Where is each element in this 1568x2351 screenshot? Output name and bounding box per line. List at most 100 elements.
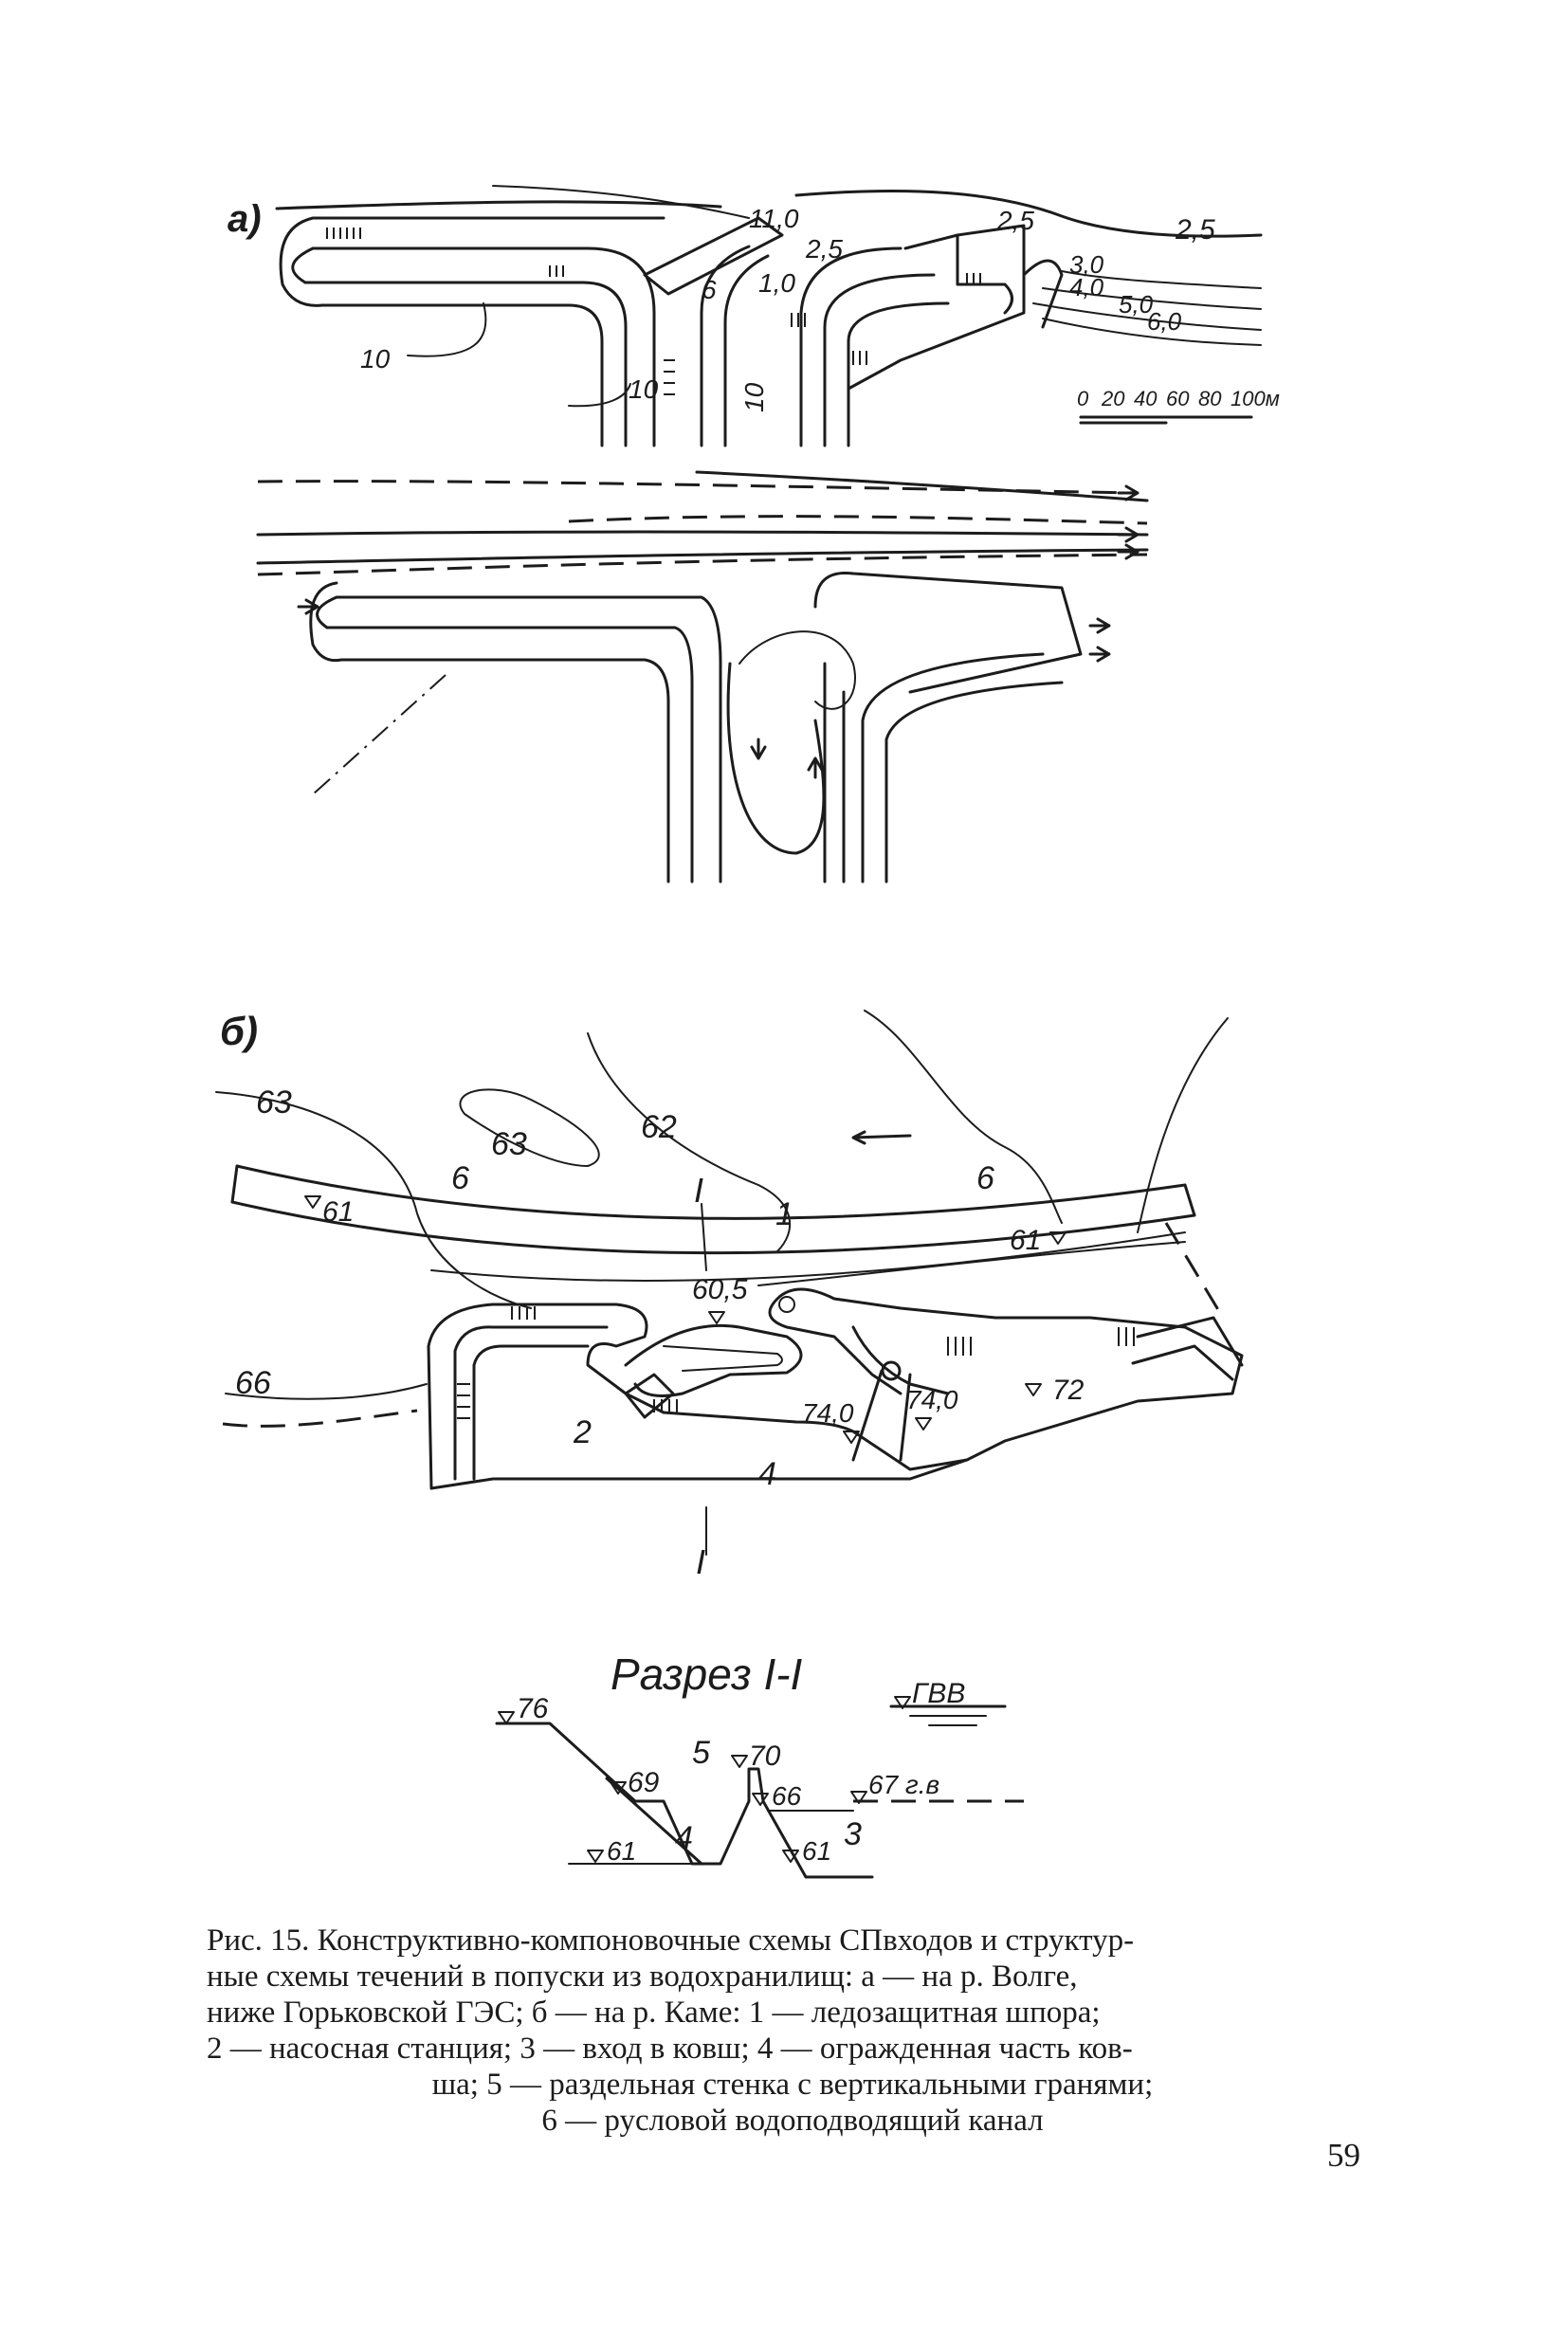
contour-62 [587,1032,791,1252]
depth-mark: 10 [739,382,769,412]
main-channel [700,245,751,447]
panel-a-label: а) [228,198,262,240]
jetty [643,216,784,296]
basin-outline [427,1287,1244,1490]
contour-label: 3,0 [1069,250,1104,279]
level-label: 67 г.в [868,1770,939,1799]
contour-label: 66 [235,1365,271,1401]
caption-line: ные схемы течений в попуски из водохрани… [207,1959,1078,1994]
right-channel [823,273,936,447]
callout-1: 1 [775,1196,793,1232]
slope-hatching [457,1306,1135,1419]
left-channel-b [335,595,722,884]
level-label: 76 [517,1693,549,1724]
contour-label: 5,0 [1119,290,1154,319]
left-channel [303,281,628,447]
section-title: Разрез I-I [611,1649,803,1699]
level-label: 61 [802,1836,831,1866]
caption-line: 6 — русловой водоподводящий канал [541,2104,1044,2138]
flow-line [256,548,1149,565]
flow-line [256,530,1149,537]
contour-label: 2,5 [1175,214,1215,246]
level-mark: 74,0 [802,1398,854,1428]
spur-tip [778,1296,795,1313]
flow-line [568,515,1148,525]
spur-1 [624,1323,803,1397]
section-line [701,1203,707,1271]
callout-6: 6 [976,1160,994,1196]
level-mark: 60,5 [692,1274,748,1305]
section-view: Разрез I-I 76 ГВВ 69 70 66 67 г.в 61 61 … [495,1649,1024,1879]
river-contour [492,185,750,219]
contour-66 [225,1383,428,1400]
left-channel-b [316,595,338,629]
caption-line: Рис. 15. Конструктивно-компоновочные схе… [207,1923,1135,1958]
panel-b-label: б) [220,1009,258,1053]
leader-line [568,383,631,408]
contour-far [1137,1017,1229,1233]
level-triangles [304,1195,1067,1444]
left-channel [311,246,656,447]
callout-6: 6 [451,1160,469,1196]
panel-a-flow [256,470,1149,884]
depth-mark: 10 [629,374,659,404]
section-triangles [498,1696,911,1863]
scale-tick: 0 [1077,387,1089,410]
basin-bottom [429,1458,969,1490]
inlet-contour [899,1373,912,1462]
depth-mark: 11,0 [749,204,799,233]
depth-mark: 1,0 [758,268,795,298]
depth-mark: 2,5 [805,234,843,264]
contour-label: 2,5 [996,206,1034,235]
section-profile [605,1777,703,1866]
scale-tick: 20 [1101,387,1125,410]
main-channel [723,254,770,447]
flow-line [257,480,1139,495]
level-label: 61 [607,1836,636,1866]
contour-label: 63 [256,1084,292,1121]
canal-6 [230,1200,1196,1255]
spur-1 [663,1345,783,1372]
right-channel [847,301,950,447]
leader-dashdot [312,674,447,795]
contour-66 [222,1409,418,1428]
basin-inner [472,1344,590,1481]
scale-tick: 80 [1198,387,1222,410]
section-mark: I [696,1542,705,1581]
canal-6 [230,1164,239,1204]
basin-inner [453,1325,609,1481]
scale-bar: 0 20 40 60 80 100м [1077,387,1280,425]
flow-line [695,470,1149,502]
river-contour [1042,318,1262,346]
river-contour [1061,270,1262,289]
wall-line [851,1369,884,1462]
river-contour [1042,287,1262,310]
breakwater [1022,259,1064,329]
level-label: 69 [628,1767,660,1798]
contour-label: 62 [641,1109,677,1145]
figure-caption: Рис. 15. Конструктивно-компоновочные схе… [207,1923,1378,2139]
river-contour [275,200,722,210]
page-number: 59 [1327,2137,1360,2174]
right-ledge-b [813,571,1083,694]
left-channel [291,246,315,284]
contour-label: 63 [491,1126,527,1162]
right-channel-b [861,652,1045,884]
inlet-contour [851,1325,950,1395]
scale-tick: 100м [1231,387,1280,410]
contour-label: 6,0 [1147,307,1182,336]
contour-63 [215,1091,532,1309]
flow-arrow-right [1164,1222,1225,1319]
canal-6 [1183,1183,1196,1217]
right-ledge [847,224,1026,391]
level-mark: 61 [322,1196,354,1228]
section-number: 4 [675,1820,693,1856]
caption-line: ша; 5 — раздельная стенка с вертикальным… [431,2068,1154,2102]
depth-mark: 10 [360,344,391,374]
canal-6-bank [430,1231,1186,1282]
river-contour [794,189,1263,238]
junction-dot [881,1360,902,1381]
gyre [726,662,826,855]
scale-tick: 60 [1166,387,1190,410]
